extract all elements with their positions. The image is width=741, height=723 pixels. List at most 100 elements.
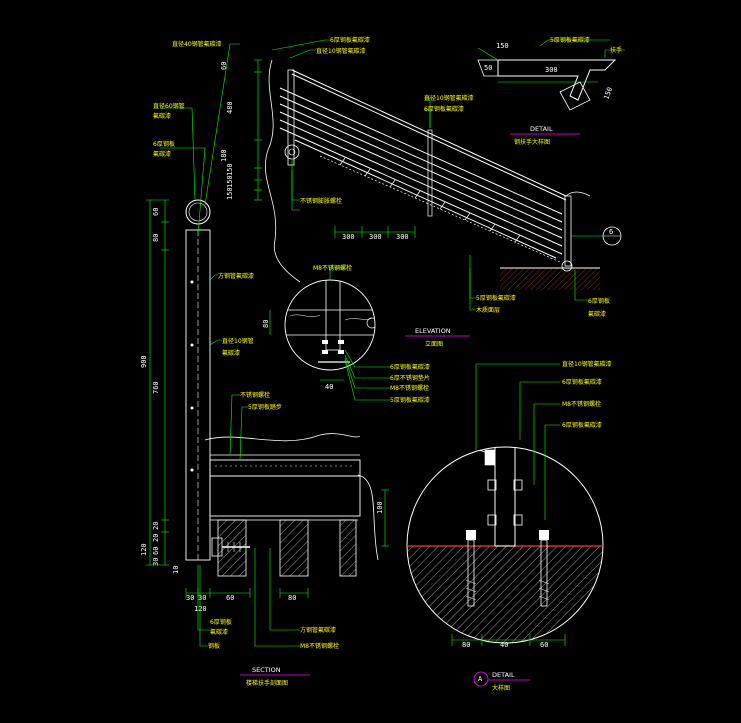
elevation-title: ELEVATION bbox=[415, 327, 451, 335]
elev-label-2: 直径10钢管氟碳漆 bbox=[424, 94, 474, 102]
elev-label-7: 6厚钢板 bbox=[588, 297, 610, 305]
section-dim-h-2: 60 bbox=[226, 594, 234, 602]
elev-label-0: 6厚钢板氟碳漆 bbox=[330, 36, 370, 44]
handrail-detail-subtitle: 钢扶手大样图 bbox=[514, 138, 550, 146]
elev-dim-v-3: 150 bbox=[226, 163, 234, 176]
anchor-label-1: 6厚钢板氟碳漆 bbox=[562, 378, 602, 386]
handrail-dim-1: 300 bbox=[545, 66, 558, 74]
section-title: SECTION bbox=[252, 666, 281, 674]
anchor-dim-1: 80 bbox=[462, 641, 470, 649]
section-dim-h-1: 30 bbox=[198, 594, 206, 602]
section-label-6: 直径10钢管 bbox=[222, 337, 254, 345]
tread-body bbox=[209, 475, 361, 517]
section-label-7: 氟碳漆 bbox=[222, 349, 240, 357]
elev-label-3: 6厚钢板氟碳漆 bbox=[424, 105, 464, 113]
section-break-top bbox=[204, 433, 361, 442]
bolt-label-1: 6厚钢板氟碳漆 bbox=[390, 363, 430, 371]
elev-label-6: 木质面层 bbox=[476, 306, 500, 314]
handrail-dim-3: 150 bbox=[602, 86, 614, 101]
section-label-9: 5厚钢板踏步 bbox=[248, 403, 282, 411]
section-dim-h-4: 80 bbox=[288, 594, 296, 602]
anchor-detail: 100 80 40 60 直径10钢管氟碳漆 6厚钢板氟碳漆 M8不锈钢螺栓 6… bbox=[376, 360, 612, 692]
section-label-3: 6厚钢板 bbox=[153, 140, 175, 148]
section-dim-h-0: 30 bbox=[186, 594, 194, 602]
section-dim-v-8: 60 bbox=[152, 547, 160, 555]
section-dim-v-0: 60 bbox=[152, 208, 160, 216]
elev-dim-h-1: 300 bbox=[369, 233, 382, 241]
bolt-detail-circle bbox=[284, 279, 376, 371]
anchor-post bbox=[494, 447, 516, 547]
anchor-dim-3: 60 bbox=[540, 641, 548, 649]
elev-dim-v-4: 150 bbox=[226, 175, 234, 188]
section-label-4: 氟碳漆 bbox=[153, 150, 171, 158]
anchor-detail-title: DETAIL bbox=[492, 671, 515, 679]
bottom-newel-post bbox=[564, 195, 572, 267]
joist-3 bbox=[339, 519, 357, 577]
anchor-detail-subtitle: 大样图 bbox=[492, 684, 510, 692]
handrail-detail-title: DETAIL bbox=[530, 125, 553, 133]
handrail-label-1: 扶手 bbox=[610, 46, 622, 54]
anchor-label-2: M8不锈钢螺栓 bbox=[562, 400, 601, 408]
section-label-10: 6厚钢板 bbox=[210, 618, 232, 626]
handrail-dim-0: 150 bbox=[496, 42, 509, 50]
middle-baluster bbox=[427, 129, 433, 217]
anchor-dim-0: 100 bbox=[376, 501, 384, 514]
elev-label-4: 不锈钢膨胀螺栓 bbox=[300, 197, 342, 205]
section-label-14: M8不锈钢螺栓 bbox=[300, 642, 339, 650]
section-view: 60 80 900 760 20 120 20 30 60 10 30 30 6… bbox=[140, 40, 379, 687]
section-dim-v-5: 120 bbox=[140, 543, 148, 556]
anchor-label-0: 直径10钢管氟碳漆 bbox=[562, 360, 612, 368]
handrail-dim-2: 50 bbox=[484, 64, 492, 72]
section-dim-v-7: 30 bbox=[152, 558, 160, 566]
bolt-label-4: 5厚钢板氟碳漆 bbox=[390, 396, 430, 404]
anchor-dim-2: 40 bbox=[500, 641, 508, 649]
anchor-detail-marker: A bbox=[478, 675, 483, 683]
elev-dim-h-0: 300 bbox=[342, 233, 355, 241]
section-label-11: 氟碳漆 bbox=[210, 628, 228, 636]
elev-dim-v-2: 180 bbox=[220, 149, 228, 162]
callout-marker-label: 6 bbox=[609, 228, 613, 236]
elevation-view: 6 60 480 180 150 150 150 300 300 300 bbox=[220, 36, 622, 348]
elev-label-5: 5厚钢板氟碳漆 bbox=[476, 294, 516, 302]
top-base-circle bbox=[284, 144, 300, 160]
bolt-label-2: 6厚不锈钢垫片 bbox=[390, 374, 430, 382]
section-label-12: 钢板 bbox=[208, 642, 220, 650]
handrail-bars bbox=[279, 69, 567, 259]
bolt-label-3: M8不锈钢螺栓 bbox=[390, 384, 429, 392]
section-dim-v-6: 20 bbox=[152, 534, 160, 542]
handrail-label-0: 5厚钢板氟碳漆 bbox=[550, 36, 590, 44]
section-dim-v-3: 760 bbox=[152, 381, 160, 394]
elevation-break-line bbox=[264, 59, 301, 283]
elev-dim-v-0: 60 bbox=[220, 62, 228, 70]
handrail-detail: 150 300 50 150 5厚钢板氟碳漆 扶手 DETAIL 钢扶手大样图 bbox=[477, 36, 625, 146]
section-dim-v-2: 900 bbox=[140, 355, 148, 368]
anchor-bolts bbox=[465, 530, 550, 607]
elev-dim-v-5: 150 bbox=[226, 187, 234, 200]
tread-plate bbox=[209, 459, 361, 477]
anchor-detail-marker-circle bbox=[473, 671, 489, 687]
elev-label-1: 直径10钢管氟碳漆 bbox=[316, 47, 366, 55]
section-dim-v-1: 80 bbox=[152, 234, 160, 242]
section-dim-v-9: 10 bbox=[172, 566, 180, 574]
section-subtitle: 楼梯扶手剖面图 bbox=[246, 679, 288, 687]
section-label-0: 直径40钢管氟碳漆 bbox=[172, 40, 222, 48]
anchor-label-3: 6厚钢板氟碳漆 bbox=[562, 421, 602, 429]
top-newel-post bbox=[287, 69, 295, 166]
section-rail-pipe bbox=[185, 199, 211, 225]
joist-1 bbox=[217, 519, 247, 577]
elev-dim-v-1: 480 bbox=[226, 101, 234, 114]
bolt-detail: 80 40 M8不锈钢螺栓 6厚钢板氟碳漆 6厚不锈钢垫片 M8不锈钢螺栓 5厚… bbox=[262, 264, 430, 404]
elev-dim-h-2: 300 bbox=[396, 233, 409, 241]
elevation-subtitle: 立面图 bbox=[425, 340, 443, 348]
section-dim-h-3: 120 bbox=[194, 605, 207, 613]
section-label-5: 方钢管氟碳漆 bbox=[218, 272, 254, 280]
section-label-1: 直径60钢管 bbox=[153, 102, 185, 110]
bolt-label-0: M8不锈钢螺栓 bbox=[313, 264, 352, 272]
floor-hatch bbox=[500, 268, 600, 290]
joist-2 bbox=[279, 519, 309, 577]
section-label-8: 不锈钢螺栓 bbox=[240, 391, 270, 399]
handrail-profile bbox=[497, 59, 617, 101]
elev-label-8: 氟碳漆 bbox=[588, 310, 606, 318]
section-label-2: 氟碳漆 bbox=[153, 112, 171, 120]
